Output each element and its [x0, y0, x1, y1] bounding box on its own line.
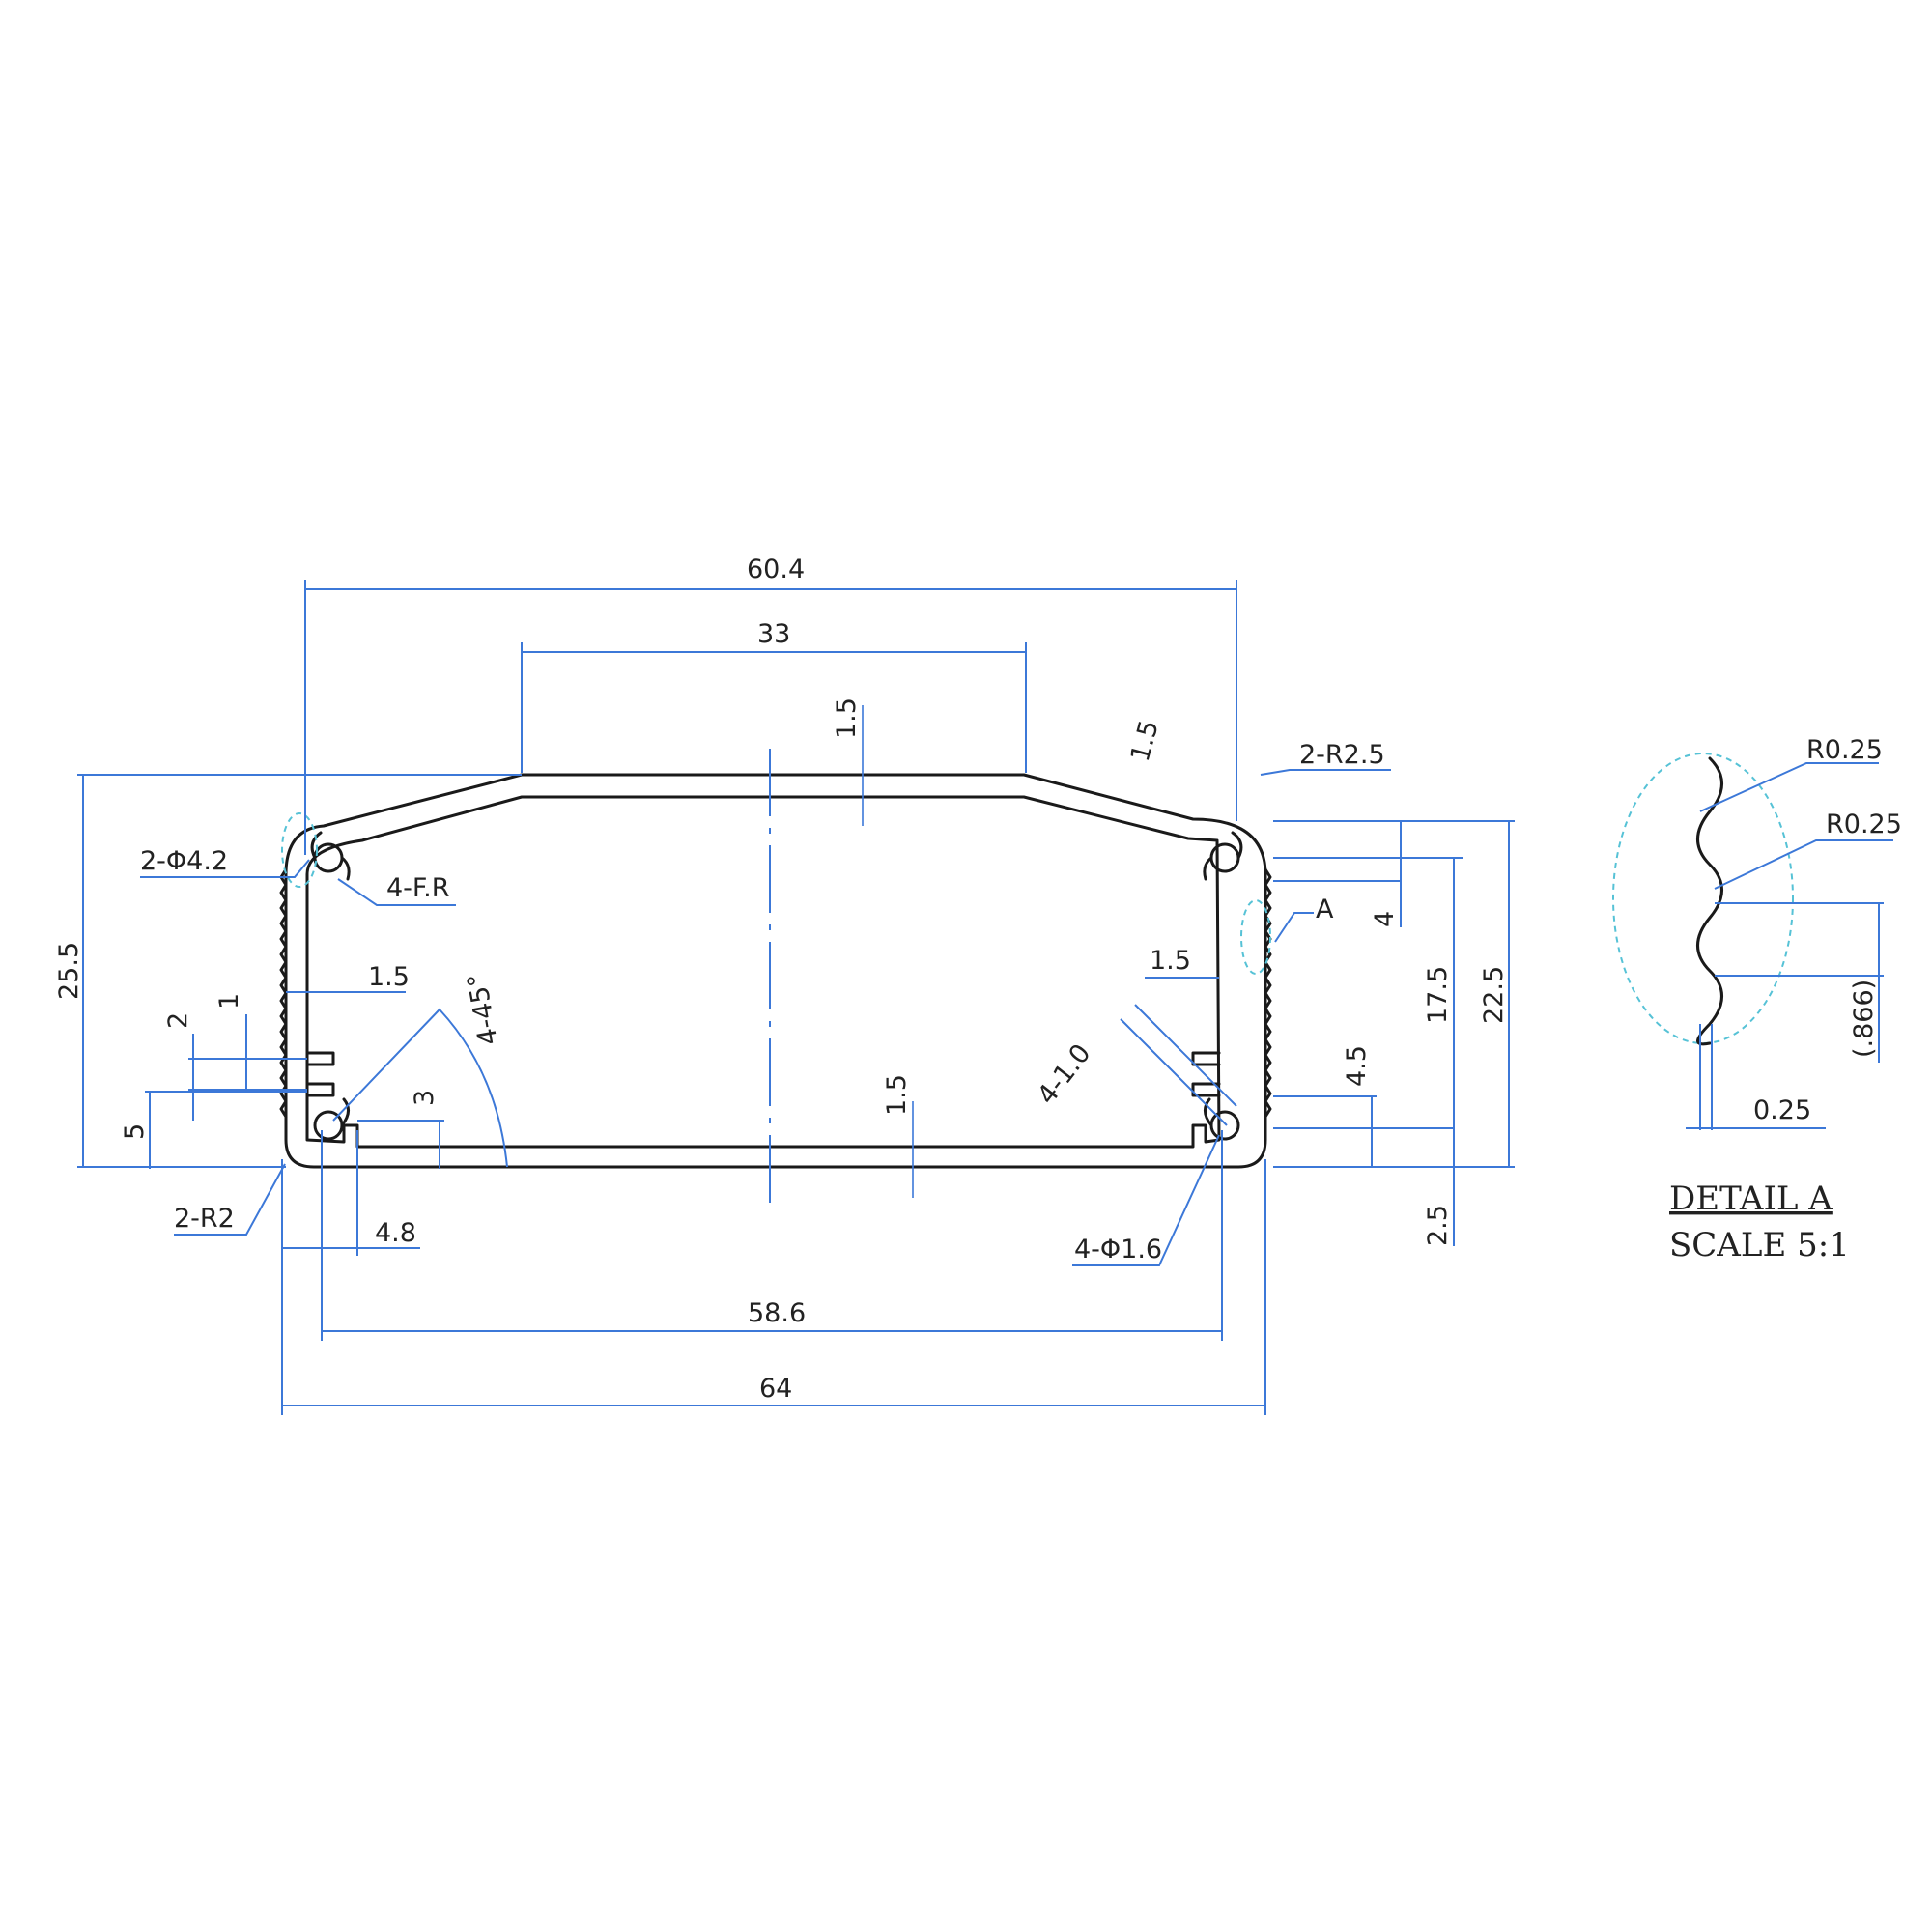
dimension-lines: [77, 580, 1515, 1415]
dim-22-5: 22.5: [1479, 966, 1509, 1024]
dim-2-phi-4-2: 2-Φ4.2: [140, 846, 228, 876]
dim-64: 64: [759, 1374, 792, 1404]
dim-58-6: 58.6: [748, 1298, 806, 1328]
dim-17-5: 17.5: [1423, 966, 1453, 1024]
screw-hole-marker-circle: [281, 812, 318, 888]
dim-2-r2-5: 2-R2.5: [1299, 740, 1385, 770]
dim-4: 4: [1370, 911, 1400, 927]
profile-outline: [279, 773, 1272, 1169]
detail-scale: SCALE 5:1: [1669, 1226, 1850, 1264]
detail-pitch: (.866): [1849, 980, 1879, 1058]
dim-1-5-slope: 1.5: [1125, 717, 1165, 765]
dim-25-5: 25.5: [54, 942, 84, 1000]
detail-a-marker-circle: [1240, 899, 1271, 975]
detail-a-marker: A: [1316, 895, 1334, 924]
detail-depth: 0.25: [1753, 1095, 1811, 1125]
detail-a-view: R0.25 R0.25 (.866) 0.25 DETAIL A SCALE 5…: [1612, 735, 1902, 1264]
dim-1-5-right: 1.5: [1150, 946, 1191, 976]
dim-4-f-r: 4-F.R: [386, 873, 449, 903]
dim-2: 2: [163, 1012, 193, 1029]
detail-title: DETAIL A: [1669, 1179, 1833, 1218]
detail-r0-25-bottom: R0.25: [1826, 810, 1902, 839]
dim-1-5-top: 1.5: [832, 697, 862, 739]
detail-r0-25-top: R0.25: [1806, 735, 1883, 765]
dim-angle-45: 4-45°: [462, 971, 504, 1047]
dim-4-1-0: 4-1.0: [1032, 1038, 1096, 1110]
dim-4-phi-1-6: 4-Φ1.6: [1074, 1235, 1162, 1264]
dim-4-5: 4.5: [1342, 1045, 1372, 1087]
dim-33: 33: [757, 619, 790, 649]
dimension-labels: 60.4 33 1.5 1.5 2-R2.5 2-Φ4.2 4-F.R 25.5…: [54, 554, 1509, 1404]
dim-60-4: 60.4: [747, 554, 805, 584]
dim-1: 1: [214, 993, 244, 1009]
dim-5: 5: [120, 1123, 150, 1140]
dim-1-5-left: 1.5: [368, 962, 410, 992]
dim-2-5: 2.5: [1423, 1205, 1453, 1246]
dim-4-8: 4.8: [375, 1218, 416, 1248]
dim-2-r2: 2-R2: [174, 1204, 235, 1234]
dim-1-5-bottom: 1.5: [882, 1074, 912, 1116]
detail-a-serration: [1696, 756, 1723, 1046]
dim-3: 3: [410, 1090, 440, 1106]
detail-a-circle: [1612, 753, 1794, 1044]
